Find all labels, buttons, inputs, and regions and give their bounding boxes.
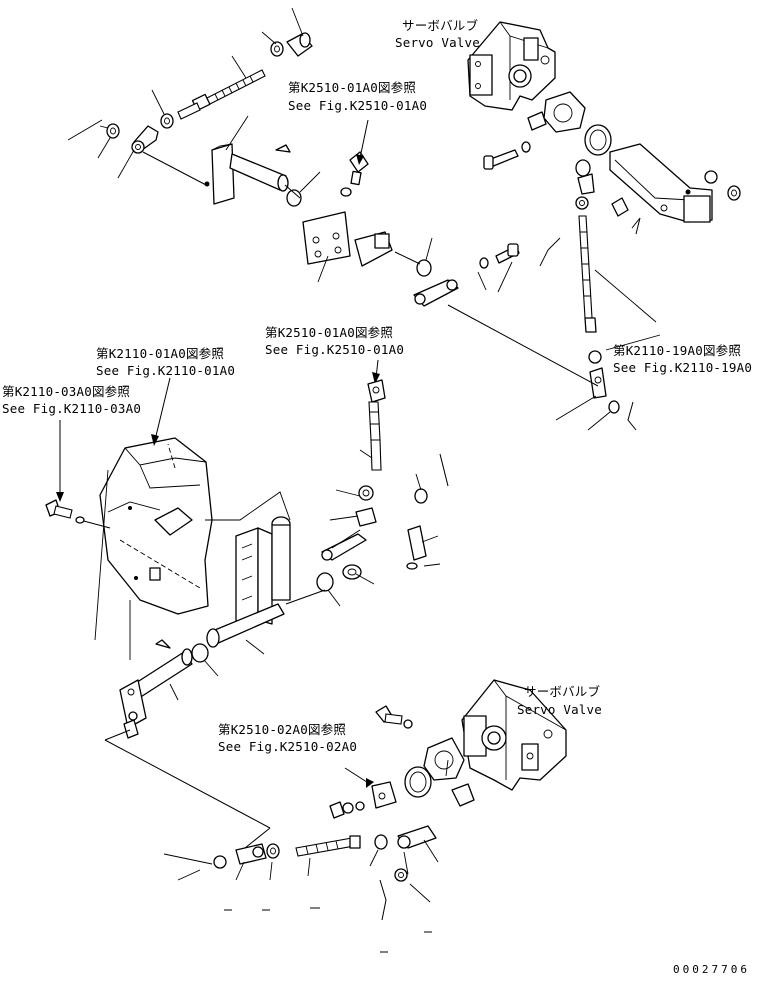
ref-k2110-03a0-jp: 第K2110-03A0図参照: [2, 384, 130, 399]
top-center-lever: [413, 243, 520, 307]
ref-k2510-01a0-mid-en: See Fig.K2510-01A0: [265, 342, 404, 357]
servo-valve-bottom-label: サーボバルブ Servo Valve: [517, 684, 602, 717]
top-link-parts: [483, 91, 741, 235]
ref-k2110-19a0: 第K2110-19A0図参照 See Fig.K2110-19A0: [613, 343, 752, 375]
ref-k2110-01a0: 第K2110-01A0図参照 See Fig.K2110-01A0: [96, 346, 235, 378]
servo-valve-bottom-en: Servo Valve: [517, 702, 602, 717]
frame-bracket: [99, 437, 291, 615]
ref-k2110-03a0-en: See Fig.K2110-03A0: [2, 401, 141, 416]
ref-k2510-01a0-top-en: See Fig.K2510-01A0: [288, 98, 427, 113]
servo-valve-top-en: Servo Valve: [395, 35, 480, 50]
bottom-leader-lines: [163, 759, 449, 953]
ref-k2510-02a0: 第K2510-02A0図参照 See Fig.K2510-02A0: [218, 722, 357, 754]
top-lever-shaft: [204, 143, 432, 277]
ref-k2110-01a0-jp: 第K2110-01A0図参照: [96, 346, 224, 361]
top-leader-lines: [67, 7, 661, 431]
ref-k2110-01a0-en: See Fig.K2110-01A0: [96, 363, 235, 378]
middle-rod-assembly: [321, 379, 449, 580]
ref-k2510-02a0-jp: 第K2510-02A0図参照: [218, 722, 346, 737]
ref-k2110-03a0: 第K2110-03A0図参照 See Fig.K2110-03A0: [2, 384, 141, 416]
top-connection-lines: [142, 151, 599, 387]
mid-connection-lines: [79, 519, 361, 605]
ref-arrow-k2110-01a0: [151, 377, 171, 446]
ref-k2510-02a0-en: See Fig.K2510-02A0: [218, 739, 357, 754]
top-rod-assembly: [106, 32, 313, 154]
lever-bracket-vertical: [191, 516, 334, 663]
right-vertical-rod: [575, 196, 637, 431]
ref-k2510-01a0-mid-jp: 第K2510-01A0図参照: [265, 325, 393, 340]
ref-k2510-01a0-top-jp: 第K2510-01A0図参照: [288, 80, 416, 95]
servo-valve-bottom-jp: サーボバルブ: [524, 684, 601, 699]
mid-leader-lines: [94, 449, 441, 677]
frame-bolt: [45, 420, 85, 524]
ref-k2110-19a0-jp: 第K2110-19A0図参照: [613, 343, 741, 358]
lower-shaft-lever: [119, 639, 193, 739]
top-bolt-washer: [340, 151, 369, 197]
ref-arrow-k2510-02a0: [344, 767, 374, 788]
servo-valve-top-label: サーボバルブ Servo Valve: [395, 18, 480, 50]
ref-k2110-19a0-en: See Fig.K2110-19A0: [613, 360, 752, 375]
servo-valve-top: [467, 21, 556, 111]
ref-k2510-01a0-mid: 第K2510-01A0図参照 See Fig.K2510-01A0: [265, 325, 404, 357]
servo-valve-top-jp: サーボバルブ: [402, 18, 479, 33]
drawing-number: 00027706: [673, 963, 750, 976]
ref-k2510-01a0-top: 第K2510-01A0図参照 See Fig.K2510-01A0: [288, 80, 427, 113]
bottom-link-parts: [213, 705, 475, 921]
servo-valve-bottom: [461, 679, 567, 791]
ref-arrows-top: [356, 119, 380, 384]
